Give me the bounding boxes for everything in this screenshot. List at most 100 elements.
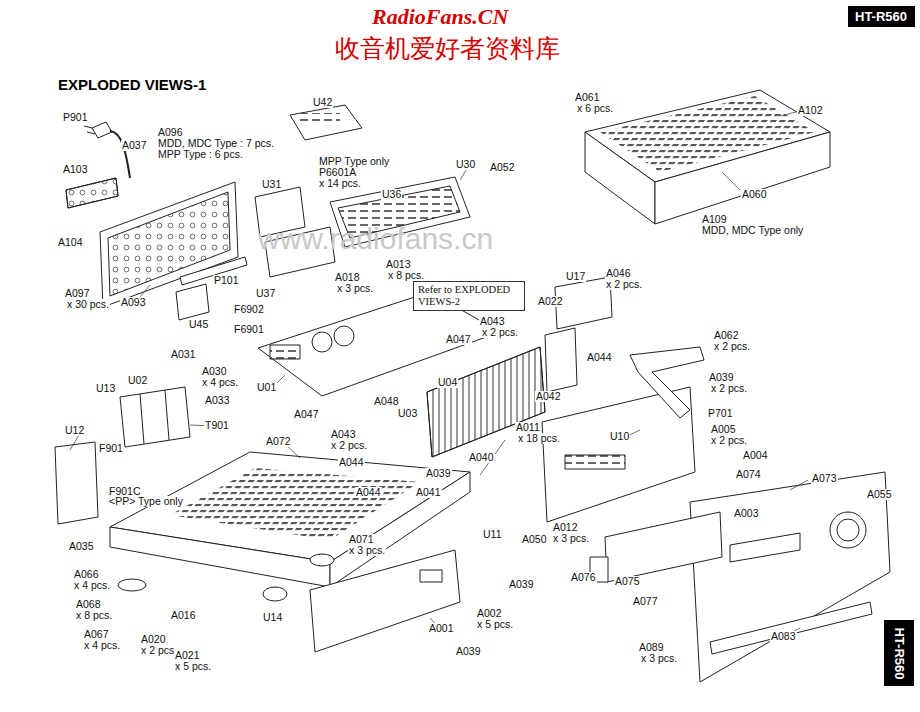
callout-number: A102: [797, 105, 824, 116]
callout-number: A016: [170, 610, 197, 621]
callout-number: x 6 pcs.: [576, 103, 614, 114]
callout-number: x 4 pcs.: [73, 580, 111, 591]
callout-number: U31: [261, 179, 282, 190]
callout-number: x 3 pcs.: [640, 653, 678, 664]
callout-number: A044: [355, 487, 382, 498]
callout-number: U37: [255, 288, 276, 299]
callout-number: MPP Type : 6 pcs.: [157, 149, 244, 160]
callout-number: U42: [312, 97, 333, 108]
callout-number: U13: [95, 383, 116, 394]
callout-number: A039: [708, 372, 735, 383]
callout-number: x 2 pcs.: [710, 383, 748, 394]
callout-number: P901: [62, 112, 89, 123]
callout-number: A066: [73, 569, 100, 580]
callout-number: A044: [586, 352, 613, 363]
model-tab: HT-R560: [884, 620, 914, 686]
callout-number: A011: [515, 422, 541, 433]
callout-number: x 3 pcs.: [336, 283, 374, 294]
callout-number: A074: [735, 469, 762, 480]
callout-number: P6601A: [318, 167, 357, 178]
callout-number: P701: [707, 408, 734, 419]
callout-number: A039: [508, 579, 535, 590]
callout-number: x 8 pcs.: [387, 270, 425, 281]
callout-number: U02: [127, 375, 148, 386]
callout-number: A022: [537, 296, 564, 307]
callout-number: A039: [425, 468, 452, 479]
callout-number: F6901: [233, 324, 265, 335]
callout-number: A046: [605, 268, 632, 279]
callout-number: P101: [213, 275, 240, 286]
callout-number: U12: [64, 425, 85, 436]
callout-number: A043: [479, 316, 506, 327]
callout-number: U36: [381, 189, 402, 200]
callout-number: A096: [157, 127, 184, 138]
callout-number: A004: [742, 450, 769, 461]
callout-number: A068: [75, 599, 102, 610]
callout-number: A050: [521, 534, 548, 545]
callout-number: x 2 pcs.: [713, 341, 751, 352]
callout-number: A035: [68, 541, 95, 552]
callout-number: A048: [373, 396, 400, 407]
callout-number: A039: [455, 646, 482, 657]
callout-number: A055: [866, 489, 893, 500]
callout-number: A109: [701, 214, 728, 225]
callout-number: A031: [170, 349, 197, 360]
callout-number: A040: [468, 452, 495, 463]
callout-number: A020: [140, 634, 167, 645]
callout-number: A013: [385, 259, 412, 270]
callout-number: A089: [638, 642, 665, 653]
callout-number: U14: [262, 612, 283, 623]
callout-number: x 3 pcs.: [552, 533, 590, 544]
callout-number: A001: [428, 623, 455, 634]
callout-number: MDD, MDC Type : 7 pcs.: [157, 138, 275, 149]
callout-number: A047: [293, 409, 320, 420]
callout-number: A047: [445, 334, 472, 345]
callout-number: U03: [397, 408, 418, 419]
callout-number: U17: [565, 271, 586, 282]
callout-number: A097: [64, 288, 91, 299]
callout-number: A030: [201, 366, 228, 377]
callout-number: U11: [482, 529, 502, 540]
callout-number: x 2 pcs.: [330, 440, 368, 451]
callout-number: x 30 pcs.: [66, 299, 110, 310]
callout-number: A005: [710, 424, 737, 435]
watermark: 收音机爱好者资料库: [335, 32, 560, 65]
callout-number: A075: [614, 576, 641, 587]
callout-number: x 4 pcs.: [201, 377, 239, 388]
callout-number: x 2 pcs.: [710, 435, 748, 446]
node-text: Refer to EXPLODED VIEWS-2: [418, 284, 520, 308]
watermark: RadioFans.CN: [372, 4, 508, 30]
reference-note: Refer to EXPLODED VIEWS-2: [413, 281, 525, 311]
callout-number: U10: [609, 431, 630, 442]
callout-number: A067: [83, 629, 110, 640]
callout-number: U04: [437, 377, 458, 388]
callout-number: U45: [188, 319, 209, 330]
callout-number: A042: [535, 391, 562, 402]
callout-number: x 14 pcs.: [318, 178, 362, 189]
callout-number: A072: [265, 436, 292, 447]
callout-number: A077: [632, 596, 659, 607]
callout-number: A003: [733, 508, 760, 519]
callout-number: U30: [455, 159, 476, 170]
callout-number: A073: [811, 473, 838, 484]
callout-number: U01: [256, 382, 277, 393]
callout-number: A104: [57, 237, 84, 248]
callout-number: F6902: [233, 304, 265, 315]
callout-number: A071: [348, 534, 375, 545]
callout-number: <PP> Type only: [108, 496, 184, 507]
callout-number: F901: [98, 443, 124, 454]
callout-number: x 2 pcs.: [605, 279, 643, 290]
callout-number: MPP Type only: [318, 156, 390, 167]
callout-number: A043: [330, 429, 357, 440]
callout-number: A103: [62, 164, 89, 175]
callout-number: A021: [174, 650, 201, 661]
callout-number: x 2 pcs.: [481, 327, 519, 338]
callout-number: A044: [338, 457, 365, 468]
callout-number: A060: [741, 189, 768, 200]
callout-number: A076: [570, 572, 597, 583]
callout-number: x 8 pcs.: [75, 610, 113, 621]
node-text: HT-R560: [855, 9, 908, 24]
